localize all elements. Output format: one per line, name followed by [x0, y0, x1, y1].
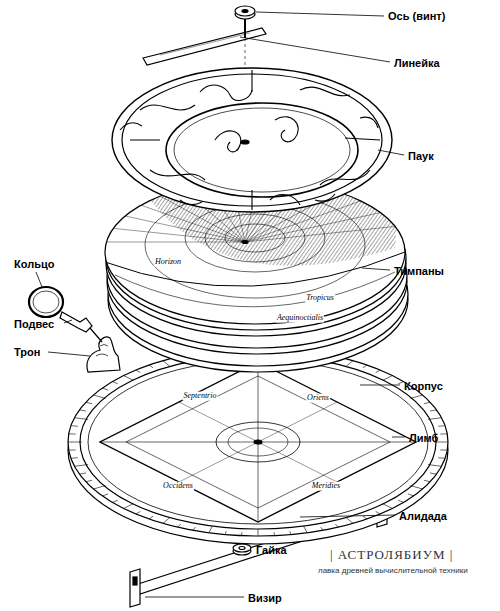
rete-spider — [112, 68, 392, 212]
limb-tick — [428, 418, 442, 420]
limb-tick — [410, 395, 422, 398]
mater-corpus — [68, 348, 448, 544]
mater-inscription: Meridies — [311, 482, 341, 491]
limb-tick — [149, 365, 153, 368]
limb-ticks — [68, 348, 448, 536]
part-label: Паук — [408, 150, 434, 162]
leader-lines — [36, 12, 405, 597]
suspension — [60, 312, 102, 342]
axis-screw — [235, 6, 255, 38]
limb-tick — [163, 361, 170, 367]
limb-tick — [86, 480, 92, 481]
limb-tick — [424, 480, 430, 481]
limb-tick — [193, 527, 195, 530]
part-label: Гайка — [256, 544, 287, 556]
part-label: Подвес — [14, 318, 54, 330]
limb-tick — [335, 524, 338, 527]
sight-vane — [130, 569, 140, 607]
part-label: Корпус — [404, 380, 443, 392]
limb-tick — [438, 425, 445, 427]
limb-tick — [424, 402, 430, 403]
limb-tick — [398, 382, 403, 384]
limb-tick — [376, 511, 380, 514]
limb-tick — [363, 365, 367, 368]
limb-tick — [382, 376, 392, 381]
part-label: Алидада — [399, 510, 447, 522]
limb-tick — [102, 494, 108, 496]
limb-tick — [86, 402, 92, 403]
limb-tick — [382, 504, 392, 509]
limb-tick — [68, 442, 82, 443]
limb-tick — [290, 531, 291, 534]
limb-tick — [93, 395, 105, 398]
shadow-square — [100, 362, 416, 522]
limb-tick — [178, 524, 181, 527]
limb-tick — [346, 361, 353, 367]
limb-tick — [440, 449, 447, 450]
part-label: Трон — [14, 346, 40, 358]
limb-tick — [410, 486, 422, 489]
limb-tick — [74, 418, 88, 420]
part-label: Тимпаны — [394, 265, 444, 277]
limb-tick — [112, 500, 117, 502]
limb-tick — [440, 433, 447, 434]
azimuth-line — [85, 242, 245, 243]
limb-tick — [258, 529, 259, 536]
rule — [143, 28, 266, 65]
azimuth-line — [245, 226, 402, 242]
plate-inscription: Tropicus — [305, 294, 335, 303]
limb-tick — [346, 517, 353, 523]
limb-tick — [71, 425, 78, 427]
limb-tick — [430, 410, 437, 411]
limb-tick — [79, 473, 86, 474]
limb-tick — [149, 516, 153, 519]
limb-tick — [273, 532, 275, 535]
mater-inscription: Septentrio — [183, 392, 218, 401]
limb-tick — [136, 370, 140, 373]
limb-tick — [321, 527, 323, 530]
nut — [233, 544, 251, 555]
watermark: | АСТРОЛЯБИУМ | — [330, 548, 453, 562]
limb-tick — [102, 388, 108, 390]
limb-tick — [124, 376, 134, 381]
limb-tick — [438, 457, 445, 459]
limb-tick — [112, 382, 117, 384]
limb-tick — [428, 465, 442, 467]
limb-tick — [209, 526, 213, 533]
part-label: Визир — [248, 592, 282, 604]
limb-tick — [124, 504, 134, 509]
part-label: Лимб — [409, 432, 438, 444]
limb-tick — [69, 433, 76, 434]
limb-tick — [93, 486, 105, 489]
azimuth-line — [99, 210, 245, 242]
plate-inscription: Aequinoctialis — [276, 314, 324, 323]
mater-inscription: Oriens — [306, 394, 330, 403]
limb-tick — [398, 500, 403, 502]
limb-tick — [136, 511, 140, 514]
part-label: Ось (винт) — [388, 10, 445, 22]
limb-tick — [304, 526, 308, 533]
watermark: лавка древней вычислительной техники — [318, 567, 468, 576]
limb-tick — [71, 457, 78, 459]
throne — [87, 337, 120, 372]
limb-tick — [376, 370, 380, 373]
part-label: Кольцо — [14, 258, 54, 270]
limb-tick — [225, 531, 226, 534]
azimuth-line — [245, 210, 391, 242]
limb-tick — [363, 516, 367, 519]
limb-tick — [69, 449, 76, 450]
plate-inscription: Horizon — [154, 258, 182, 267]
limb-tick — [430, 473, 437, 474]
limb-tick — [79, 410, 86, 411]
part-label: Линейка — [394, 57, 440, 69]
ring — [29, 287, 63, 317]
mater-inscription: Occidens — [162, 482, 194, 491]
limb-tick — [241, 532, 243, 535]
limb-tick — [408, 494, 414, 496]
limb-tick — [163, 517, 170, 523]
limb-tick — [74, 465, 88, 467]
